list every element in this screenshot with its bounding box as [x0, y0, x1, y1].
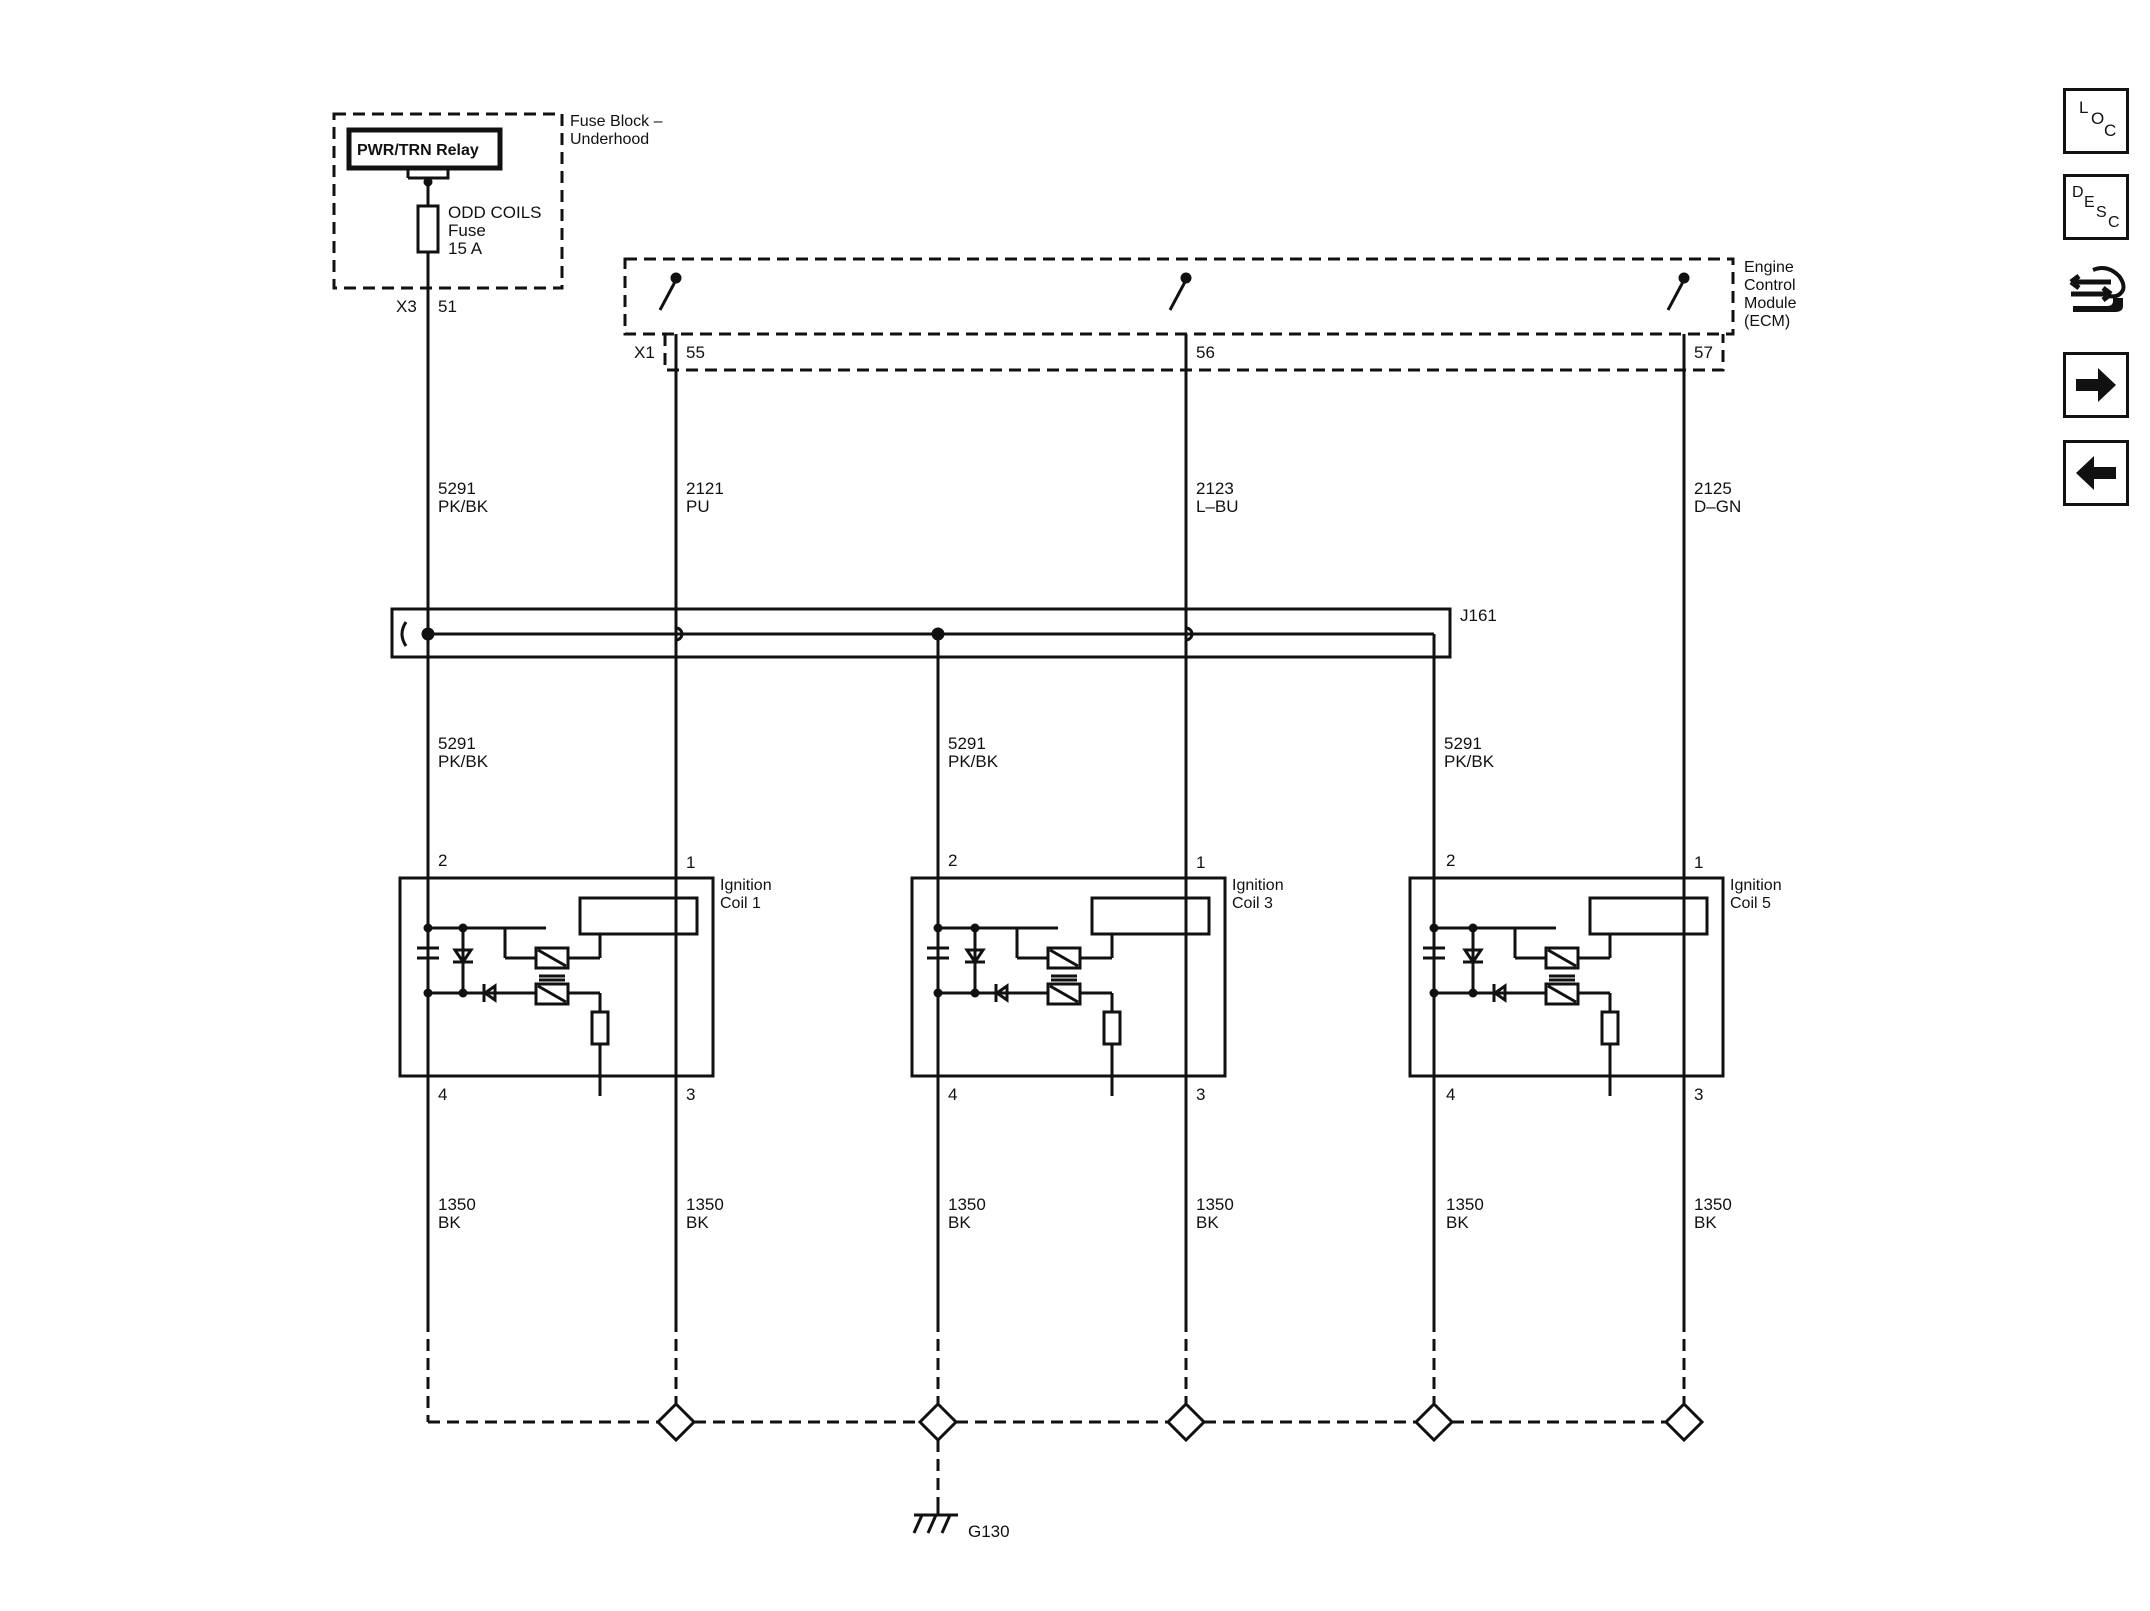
- ground-dashed-lines: [426, 1320, 1686, 1510]
- ecm-outline: [623, 257, 1735, 336]
- splice-label: J161: [1460, 606, 1497, 625]
- ecm-title-1: Engine: [1744, 259, 1794, 276]
- ecm-title-4: (ECM): [1744, 313, 1790, 330]
- wire-circuit: 1350: [948, 1195, 986, 1214]
- wire-color: PK/BK: [1444, 752, 1495, 771]
- ground-label: G130: [968, 1522, 1010, 1541]
- coil-pin: 1: [686, 853, 695, 872]
- fuse-block-title-2: Underhood: [570, 131, 649, 148]
- wire-circuit: 2125: [1694, 479, 1732, 498]
- ground-diamonds: [655, 1401, 1705, 1443]
- arrow-left-icon: [2076, 456, 2116, 490]
- wire-color: PU: [686, 497, 710, 516]
- coil-pin: 2: [948, 851, 957, 870]
- ecm-title-2: Control: [1744, 277, 1796, 294]
- wire-circuit: 1350: [686, 1195, 724, 1214]
- loc-button[interactable]: L O C: [2063, 88, 2129, 154]
- wire-color: PK/BK: [438, 752, 489, 771]
- splice-j161: [390, 607, 1452, 659]
- wire-color: BK: [1694, 1213, 1717, 1232]
- coil-pin: 3: [1196, 1085, 1205, 1104]
- wire-circuit: 2121: [686, 479, 724, 498]
- coil-pin: 4: [1446, 1085, 1455, 1104]
- fuse-pin: 51: [438, 297, 457, 316]
- svg-text:O: O: [2091, 109, 2104, 128]
- ecm-pin-57: 57: [1694, 343, 1713, 362]
- wire-circuit: 1350: [1196, 1195, 1234, 1214]
- loc-icon: L O C: [2079, 98, 2116, 140]
- ecm-switch-57: [1666, 272, 1690, 311]
- svg-text:L: L: [2079, 98, 2088, 117]
- ecm-pin-55: 55: [686, 343, 705, 362]
- wire-circuit: 1350: [438, 1195, 476, 1214]
- wire-circuit: 2123: [1196, 479, 1234, 498]
- wire-circuit: 1350: [1446, 1195, 1484, 1214]
- wire-color: BK: [948, 1213, 971, 1232]
- wire-color: BK: [1446, 1213, 1469, 1232]
- coil-pin: 2: [1446, 851, 1455, 870]
- ignition-coil-1: [398, 876, 715, 1096]
- svg-text:D: D: [2072, 184, 2084, 201]
- wire-circuit: 5291: [438, 734, 476, 753]
- ground-symbol-g130: [912, 1505, 958, 1534]
- coil-name: Ignition: [1232, 877, 1284, 894]
- svg-text:C: C: [2108, 214, 2120, 231]
- coil-pin: 2: [438, 851, 447, 870]
- wire-circuit: 5291: [438, 479, 476, 498]
- desc-icon: D E S C: [2072, 184, 2120, 231]
- coil-name-2: Coil 5: [1730, 895, 1771, 912]
- ecm-switch-56: [1168, 272, 1192, 311]
- wire-color: PK/BK: [948, 752, 999, 771]
- ecm-pin-56: 56: [1196, 343, 1215, 362]
- coil-name-2: Coil 3: [1232, 895, 1273, 912]
- wire-color: BK: [438, 1213, 461, 1232]
- fuse-rating: 15 A: [448, 239, 483, 258]
- ecm-title-3: Module: [1744, 295, 1797, 312]
- coil-name-2: Coil 1: [720, 895, 761, 912]
- wire-color: BK: [686, 1213, 709, 1232]
- desc-button[interactable]: D E S C: [2063, 174, 2129, 240]
- wire-circuit: 5291: [948, 734, 986, 753]
- coil-pin: 3: [686, 1085, 695, 1104]
- next-button[interactable]: [2063, 352, 2129, 418]
- fuse-block-outline: [332, 112, 564, 290]
- wire-color: BK: [1196, 1213, 1219, 1232]
- svg-text:E: E: [2084, 194, 2095, 211]
- ignition-coil-3: [910, 876, 1227, 1096]
- connector-icon: [2069, 266, 2126, 312]
- fuse-connector: X3: [396, 297, 417, 316]
- fuse-symbol: [416, 204, 440, 254]
- fuse-name: ODD COILS: [448, 203, 542, 222]
- ignition-coil-5: [1408, 876, 1725, 1096]
- wire-color: L–BU: [1196, 497, 1239, 516]
- ecm-switch-55: [658, 272, 682, 311]
- fuse-word: Fuse: [448, 221, 486, 240]
- wire-color: D–GN: [1694, 497, 1741, 516]
- svg-text:C: C: [2104, 121, 2116, 140]
- coil-pin: 1: [1196, 853, 1205, 872]
- wire-circuit: 1350: [1694, 1195, 1732, 1214]
- coil-pin: 4: [948, 1085, 957, 1104]
- wire-circuit: 5291: [1444, 734, 1482, 753]
- back-button[interactable]: [2063, 440, 2129, 506]
- ecm-connector: X1: [634, 343, 655, 362]
- relay-box: [346, 127, 503, 171]
- coil-name: Ignition: [720, 877, 772, 894]
- coil-pin: 4: [438, 1085, 447, 1104]
- relay-label: PWR/TRN Relay: [357, 142, 479, 159]
- fuse-block-title: Fuse Block –: [570, 113, 663, 130]
- arrow-right-icon: [2076, 368, 2116, 402]
- wire-color: PK/BK: [438, 497, 489, 516]
- coil-pin: 1: [1694, 853, 1703, 872]
- coil-name: Ignition: [1730, 877, 1782, 894]
- svg-text:S: S: [2096, 204, 2107, 221]
- connector-button[interactable]: [2063, 260, 2129, 326]
- coil-pin: 3: [1694, 1085, 1703, 1104]
